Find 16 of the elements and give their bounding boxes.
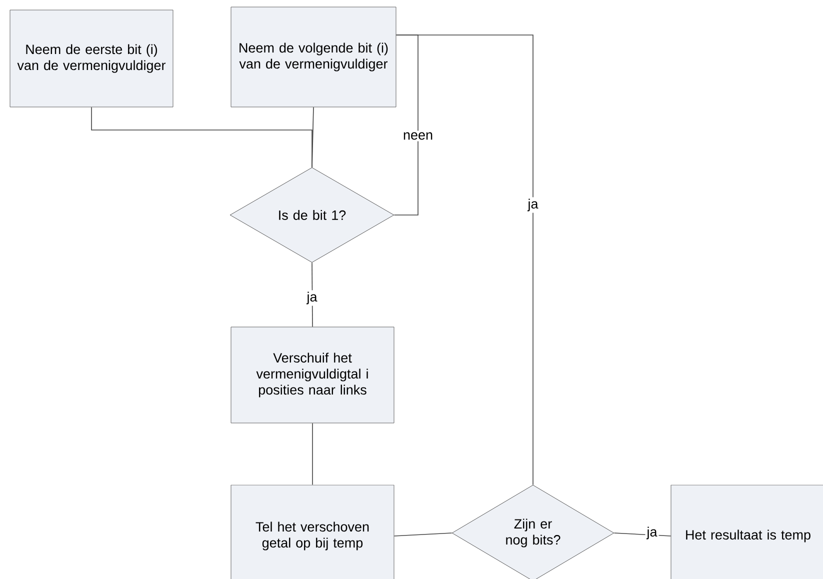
connector (312, 106, 314, 168)
edge-label: ja (526, 197, 540, 213)
process-box: Het resultaat is temp (670, 484, 823, 579)
process-box: Neem de volgende bit (i) van de vermenigvuldiger (230, 6, 396, 108)
connector (614, 532, 672, 536)
connector (312, 422, 313, 486)
connector (396, 34, 534, 486)
connector (394, 34, 418, 216)
connector (394, 532, 452, 536)
edge-label: ja (645, 525, 659, 541)
process-box: Neem de eerste bit (i) van de vermenigvuldiger (10, 10, 174, 108)
edge-label: neen (401, 130, 435, 142)
edge-label: ja (305, 290, 319, 306)
process-box: Tel het verschoven getal op bij temp (230, 484, 394, 579)
process-box: Verschuif het vermenigvuldigtal i posities naar links (230, 326, 394, 424)
connector (312, 262, 313, 328)
